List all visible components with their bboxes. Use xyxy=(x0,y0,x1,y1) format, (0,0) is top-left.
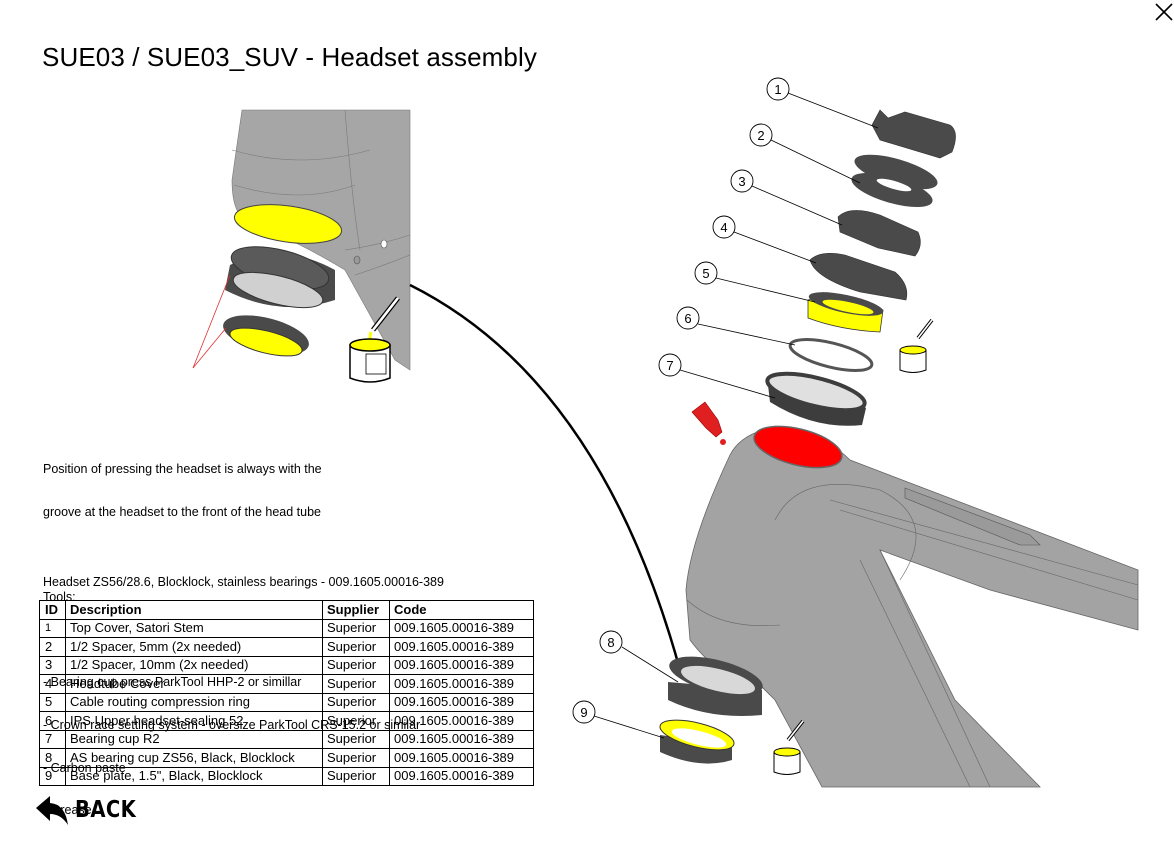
callout-9: 9 xyxy=(572,700,596,724)
cell-supplier: Superior xyxy=(322,748,390,768)
cell-supplier: Superior xyxy=(322,655,390,675)
svg-text:5: 5 xyxy=(702,266,709,281)
cell-code: 009.1605.00016-389 xyxy=(389,674,534,694)
close-icon[interactable] xyxy=(1152,0,1174,22)
callout-3: 3 xyxy=(730,169,754,193)
callout-8: 8 xyxy=(599,630,623,654)
cell-supplier: Superior xyxy=(322,729,390,749)
cell-id: 9 xyxy=(39,766,66,786)
detail-head-tube xyxy=(231,109,411,371)
headset-spec: Headset ZS56/28.6, Blocklock, stainless … xyxy=(43,575,444,589)
column-header-supplier: Supplier xyxy=(322,600,390,620)
cell-code: 009.1605.00016-389 xyxy=(389,729,534,749)
cell-description: Base plate, 1.5", Black, Blocklock xyxy=(65,766,323,786)
cell-description: Top Cover, Satori Stem xyxy=(65,618,323,638)
part-4-headtube-cover xyxy=(809,253,908,301)
callout-7: 7 xyxy=(658,353,682,377)
callout-6: 6 xyxy=(676,306,700,330)
part-7-bearing-cup xyxy=(765,371,867,426)
svg-text:9: 9 xyxy=(580,705,587,720)
part-8-bearing-cup xyxy=(668,656,763,716)
cell-description: Bearing cup R2 xyxy=(65,729,323,749)
cell-description: 1/2 Spacer, 5mm (2x needed) xyxy=(65,637,323,657)
table-header-row: ID Description Supplier Code xyxy=(39,600,534,620)
leader-lines xyxy=(593,92,879,739)
cell-description: 1/2 Spacer, 10mm (2x needed) xyxy=(65,655,323,675)
cell-code: 009.1605.00016-389 xyxy=(389,748,534,768)
detail-bearing-cup xyxy=(225,246,335,309)
cell-id: 6 xyxy=(39,711,66,731)
cell-description: Cable routing compression ring xyxy=(65,692,323,712)
cell-code: 009.1605.00016-389 xyxy=(389,766,534,786)
cell-supplier: Superior xyxy=(322,618,390,638)
cell-id: 2 xyxy=(39,637,66,657)
part-9-base-plate xyxy=(659,719,735,764)
column-header-code: Code xyxy=(389,600,534,620)
cell-id: 5 xyxy=(39,692,66,712)
position-note-line-1: Position of pressing the headset is alwa… xyxy=(43,462,322,477)
svg-text:8: 8 xyxy=(607,635,614,650)
svg-text:3: 3 xyxy=(738,174,745,189)
cell-supplier: Superior xyxy=(322,766,390,786)
carbon-paste-bottle-icon xyxy=(691,401,726,445)
part-5-compression-ring xyxy=(807,292,884,333)
callout-1: 1 xyxy=(766,77,790,101)
callout-4: 4 xyxy=(712,215,736,239)
part-1-top-cover xyxy=(871,109,956,159)
cell-supplier: Superior xyxy=(322,637,390,657)
part-3-spacer xyxy=(837,210,921,257)
column-header-id: ID xyxy=(39,600,66,620)
back-label: BACK xyxy=(75,797,137,823)
cell-description: AS bearing cup ZS56, Black, Blocklock xyxy=(65,748,323,768)
bike-frame xyxy=(685,425,1139,788)
cell-id: 4 xyxy=(39,674,66,694)
cell-code: 009.1605.00016-389 xyxy=(389,692,534,712)
grease-pot-icon xyxy=(349,296,400,383)
cell-code: 009.1605.00016-389 xyxy=(389,618,534,638)
cell-code: 009.1605.00016-389 xyxy=(389,655,534,675)
cell-description: Headtube Cover xyxy=(65,674,323,694)
grease-pot-icon xyxy=(773,719,805,775)
callout-2: 2 xyxy=(749,123,773,147)
cell-supplier: Superior xyxy=(322,674,390,694)
position-note-line-2: groove at the headset to the front of th… xyxy=(43,505,321,520)
carbon-paste-area xyxy=(753,425,843,469)
cell-description: IPS Upper headset-sealing 52 xyxy=(65,711,323,731)
cell-id: 8 xyxy=(39,748,66,768)
cell-code: 009.1605.00016-389 xyxy=(389,711,534,731)
grease-pot-icon xyxy=(899,318,934,373)
part-6-sealing xyxy=(788,338,874,372)
column-header-description: Description xyxy=(65,600,323,620)
cell-id: 7 xyxy=(39,729,66,749)
part-2-spacers xyxy=(851,154,938,208)
cell-id: 3 xyxy=(39,655,66,675)
detail-grease-area xyxy=(233,204,343,244)
cell-supplier: Superior xyxy=(322,711,390,731)
cell-code: 009.1605.00016-389 xyxy=(389,637,534,657)
detail-inset xyxy=(192,109,411,383)
svg-text:7: 7 xyxy=(666,358,673,373)
svg-text:2: 2 xyxy=(757,128,764,143)
back-button[interactable]: BACK xyxy=(35,794,147,826)
cell-supplier: Superior xyxy=(322,692,390,712)
svg-text:4: 4 xyxy=(720,220,727,235)
svg-text:1: 1 xyxy=(774,82,781,97)
reply-arrow-icon xyxy=(36,796,68,825)
callout-5: 5 xyxy=(694,261,718,285)
svg-text:6: 6 xyxy=(684,311,691,326)
detail-base-ring xyxy=(223,315,309,357)
cell-id: 1 xyxy=(39,618,66,638)
page-title: SUE03 / SUE03_SUV - Headset assembly xyxy=(42,42,537,72)
